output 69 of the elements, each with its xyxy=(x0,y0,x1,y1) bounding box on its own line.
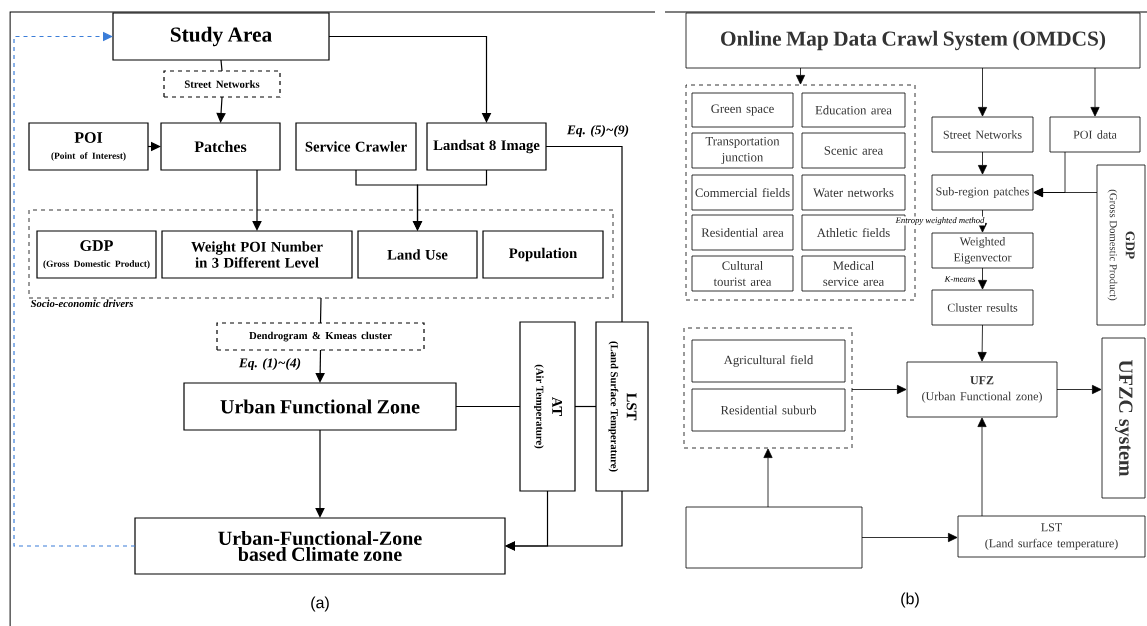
process-box: UFZ (Urban Functional zone) xyxy=(906,361,1058,418)
process-box: Online Map Data Crawl System (OMDCS) xyxy=(685,12,1141,69)
arrow xyxy=(851,384,907,395)
arrow xyxy=(977,267,988,290)
arrow xyxy=(328,35,492,123)
process-box: GDP (Gross Domestic Product) xyxy=(36,230,157,279)
process-box: Medical service area xyxy=(801,255,906,292)
arrow xyxy=(216,96,226,123)
arrow xyxy=(977,324,987,362)
arrow xyxy=(1056,384,1102,395)
arrow xyxy=(861,532,958,543)
process-box: Weighted Eigenvector xyxy=(931,232,1034,269)
process-box: Street Networks xyxy=(931,116,1034,153)
arrow xyxy=(763,448,773,508)
process-box: AT (Air Temperature) xyxy=(519,321,576,492)
connector-line xyxy=(220,59,223,72)
connector-line xyxy=(574,405,597,408)
process-box: LST (Land Surface Temperature) xyxy=(595,321,649,492)
process-box: Education area xyxy=(801,92,906,128)
process-box: Urban-Functional-Zone based Climate zone xyxy=(134,517,506,575)
connector-line xyxy=(319,297,322,324)
process-box: GDP (Gross Domestic Product) xyxy=(1096,164,1146,326)
arrow xyxy=(315,349,325,383)
process-box: Patches xyxy=(160,122,281,171)
arrow xyxy=(1033,187,1098,198)
process-box: Scenic area xyxy=(801,132,906,169)
connector-line xyxy=(455,405,521,408)
panel-label: (b) xyxy=(901,592,919,608)
process-box: Agricultural field xyxy=(691,339,846,383)
panel-label: (a) xyxy=(311,596,329,612)
arrow xyxy=(315,429,325,518)
process-box: POI data xyxy=(1049,116,1141,153)
dashed-process-box: Dendrogram & Kmeas cluster xyxy=(216,322,425,351)
arrow xyxy=(13,31,136,547)
process-box: POI (Point of Interest) xyxy=(28,122,149,171)
dashed-group-box xyxy=(683,327,853,449)
node-label: Socio-economic drivers xyxy=(30,299,134,308)
edge-label: Eq. (5)~(9) xyxy=(566,124,630,138)
arrow xyxy=(977,417,987,517)
edge-label: Eq. (1)~(4) xyxy=(238,357,302,371)
process-box: Transportation junction xyxy=(691,132,794,169)
process-box: Cluster results xyxy=(931,289,1034,326)
process-box: Urban Functional Zone xyxy=(183,382,457,431)
edge-label: Entropy weighted method xyxy=(894,216,986,226)
process-box xyxy=(685,506,863,569)
arrow xyxy=(252,169,262,231)
dashed-process-box: Street Networks xyxy=(163,70,281,98)
arrow xyxy=(505,490,623,551)
process-box: Sub-region patches xyxy=(931,174,1034,211)
edge-label: K-means xyxy=(943,275,977,283)
arrow xyxy=(977,151,988,175)
process-box: Residential suburb xyxy=(691,388,846,432)
process-box: UFZC system xyxy=(1101,337,1146,499)
process-box: Water networks xyxy=(801,174,906,211)
arrow xyxy=(977,67,988,117)
process-box: Study Area xyxy=(112,12,330,61)
process-box: LST (Land surface temperature) xyxy=(957,515,1146,558)
arrow xyxy=(795,67,806,85)
process-box: Land Use xyxy=(357,230,478,279)
process-box: Commercial fields xyxy=(691,174,794,211)
connector-line xyxy=(545,145,623,323)
process-box: Service Crawler xyxy=(295,122,417,171)
process-box: Green space xyxy=(691,92,794,128)
process-box: Residential area xyxy=(691,214,794,251)
process-box: Landsat 8 Image xyxy=(426,122,547,171)
process-box: Weight POI Number in 3 Different Level xyxy=(161,230,353,279)
arrow xyxy=(1090,67,1100,117)
process-box: Cultural tourist area xyxy=(691,255,794,292)
process-box: Population xyxy=(482,230,604,279)
